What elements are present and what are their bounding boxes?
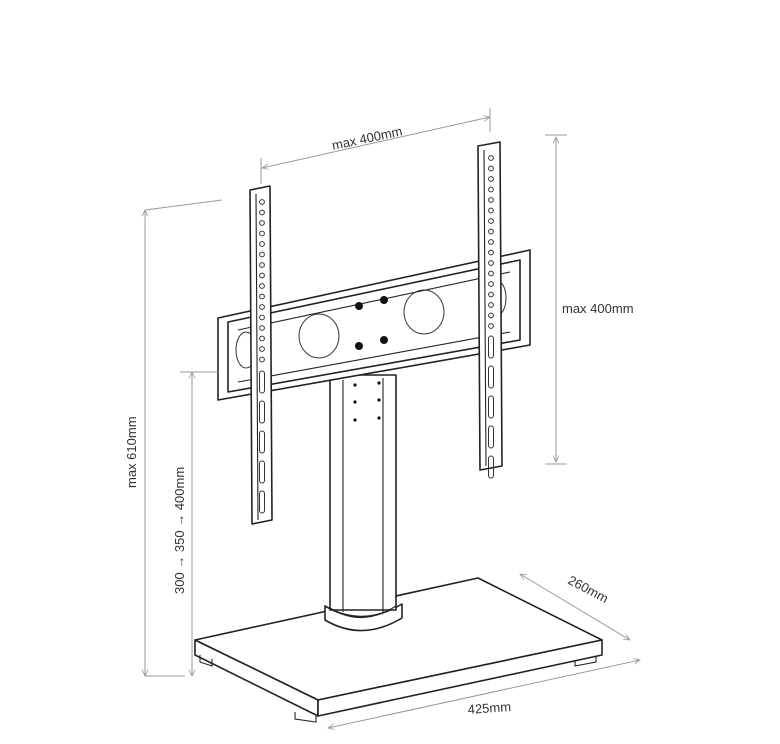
arm-slot xyxy=(488,425,494,449)
arm-hole xyxy=(488,197,494,203)
arm-slot xyxy=(259,400,265,424)
arm-hole xyxy=(259,325,265,331)
arm-hole xyxy=(259,220,265,226)
total-height-label: max 610mm xyxy=(124,416,139,488)
arm-hole xyxy=(488,260,494,266)
arm-hole xyxy=(259,335,265,342)
arm-slot xyxy=(259,370,265,394)
left-arm-holes xyxy=(259,199,265,514)
arm-hole xyxy=(488,323,494,329)
mounting-plate xyxy=(217,249,531,401)
right-height-label: max 400mm xyxy=(562,301,634,316)
arm-hole xyxy=(259,251,265,258)
arm-hole xyxy=(259,262,265,268)
arm-hole xyxy=(259,272,265,279)
arm-hole xyxy=(488,302,494,308)
arm-hole xyxy=(259,209,265,216)
arm-hole xyxy=(488,218,494,224)
arm-hole xyxy=(259,241,265,247)
arm-slot xyxy=(259,430,265,454)
base-width-label: 425mm xyxy=(467,699,511,717)
column-holes xyxy=(353,381,381,422)
arm-hole xyxy=(259,314,265,321)
column-height-label: 300 → 350 → 400mm xyxy=(172,467,187,594)
arm-slot xyxy=(259,490,265,514)
arm-hole xyxy=(488,186,494,193)
arm-hole xyxy=(259,283,265,289)
arm-hole xyxy=(488,270,494,277)
base-depth-label: 260mm xyxy=(566,572,611,606)
arm-hole xyxy=(259,304,265,310)
arm-hole xyxy=(488,249,494,256)
arm-hole xyxy=(488,281,494,287)
arm-hole xyxy=(488,176,494,182)
base-plate xyxy=(194,577,603,723)
arm-hole xyxy=(259,356,265,363)
arm-hole xyxy=(259,293,265,300)
arm-hole xyxy=(488,239,494,245)
arm-hole xyxy=(488,291,494,298)
arm-hole xyxy=(259,199,265,205)
arm-hole xyxy=(259,230,265,237)
arm-hole xyxy=(488,228,494,235)
left-vertical-arm xyxy=(249,185,273,525)
arm-slot xyxy=(488,365,494,389)
support-column xyxy=(324,374,403,632)
top-width-label: max 400mm xyxy=(331,123,404,153)
arm-hole xyxy=(488,207,494,214)
arm-slot xyxy=(259,460,265,484)
arm-slot xyxy=(488,395,494,419)
arm-slot xyxy=(488,335,494,359)
arm-hole xyxy=(488,312,494,319)
arm-slot xyxy=(488,455,494,479)
right-vertical-arm xyxy=(477,141,503,479)
dimension-lines xyxy=(145,108,640,728)
arm-hole xyxy=(259,346,265,352)
